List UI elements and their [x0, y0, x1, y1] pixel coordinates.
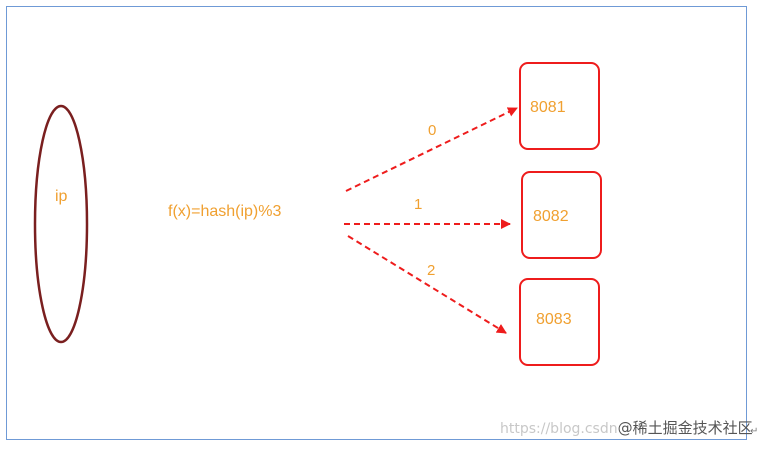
watermark-brand: @稀土掘金技术社区: [617, 419, 753, 437]
server-box-8081: [519, 62, 600, 150]
route-index-label-1: 1: [414, 196, 422, 213]
server-box-8083: [519, 278, 600, 366]
route-index-label-0: 0: [428, 122, 436, 139]
server-label-8082: 8082: [533, 208, 569, 225]
route-index-label-2: 2: [427, 262, 435, 279]
client-label: ip: [55, 188, 68, 205]
corner-arrow-icon: ↵: [750, 426, 759, 437]
diagram-frame: [6, 6, 747, 440]
hash-function-label: f(x)=hash(ip)%3: [168, 203, 281, 220]
server-label-8081: 8081: [530, 99, 566, 116]
watermark-url: https://blog.csdn: [500, 421, 618, 437]
route-arrow-2: [347, 235, 507, 334]
server-label-8083: 8083: [536, 311, 572, 328]
watermark: https://blog.csdn@稀土掘金技术社区: [500, 417, 753, 438]
server-box-8082: [521, 171, 602, 259]
client-ellipse: [33, 104, 89, 344]
route-arrow-0: [345, 107, 518, 192]
